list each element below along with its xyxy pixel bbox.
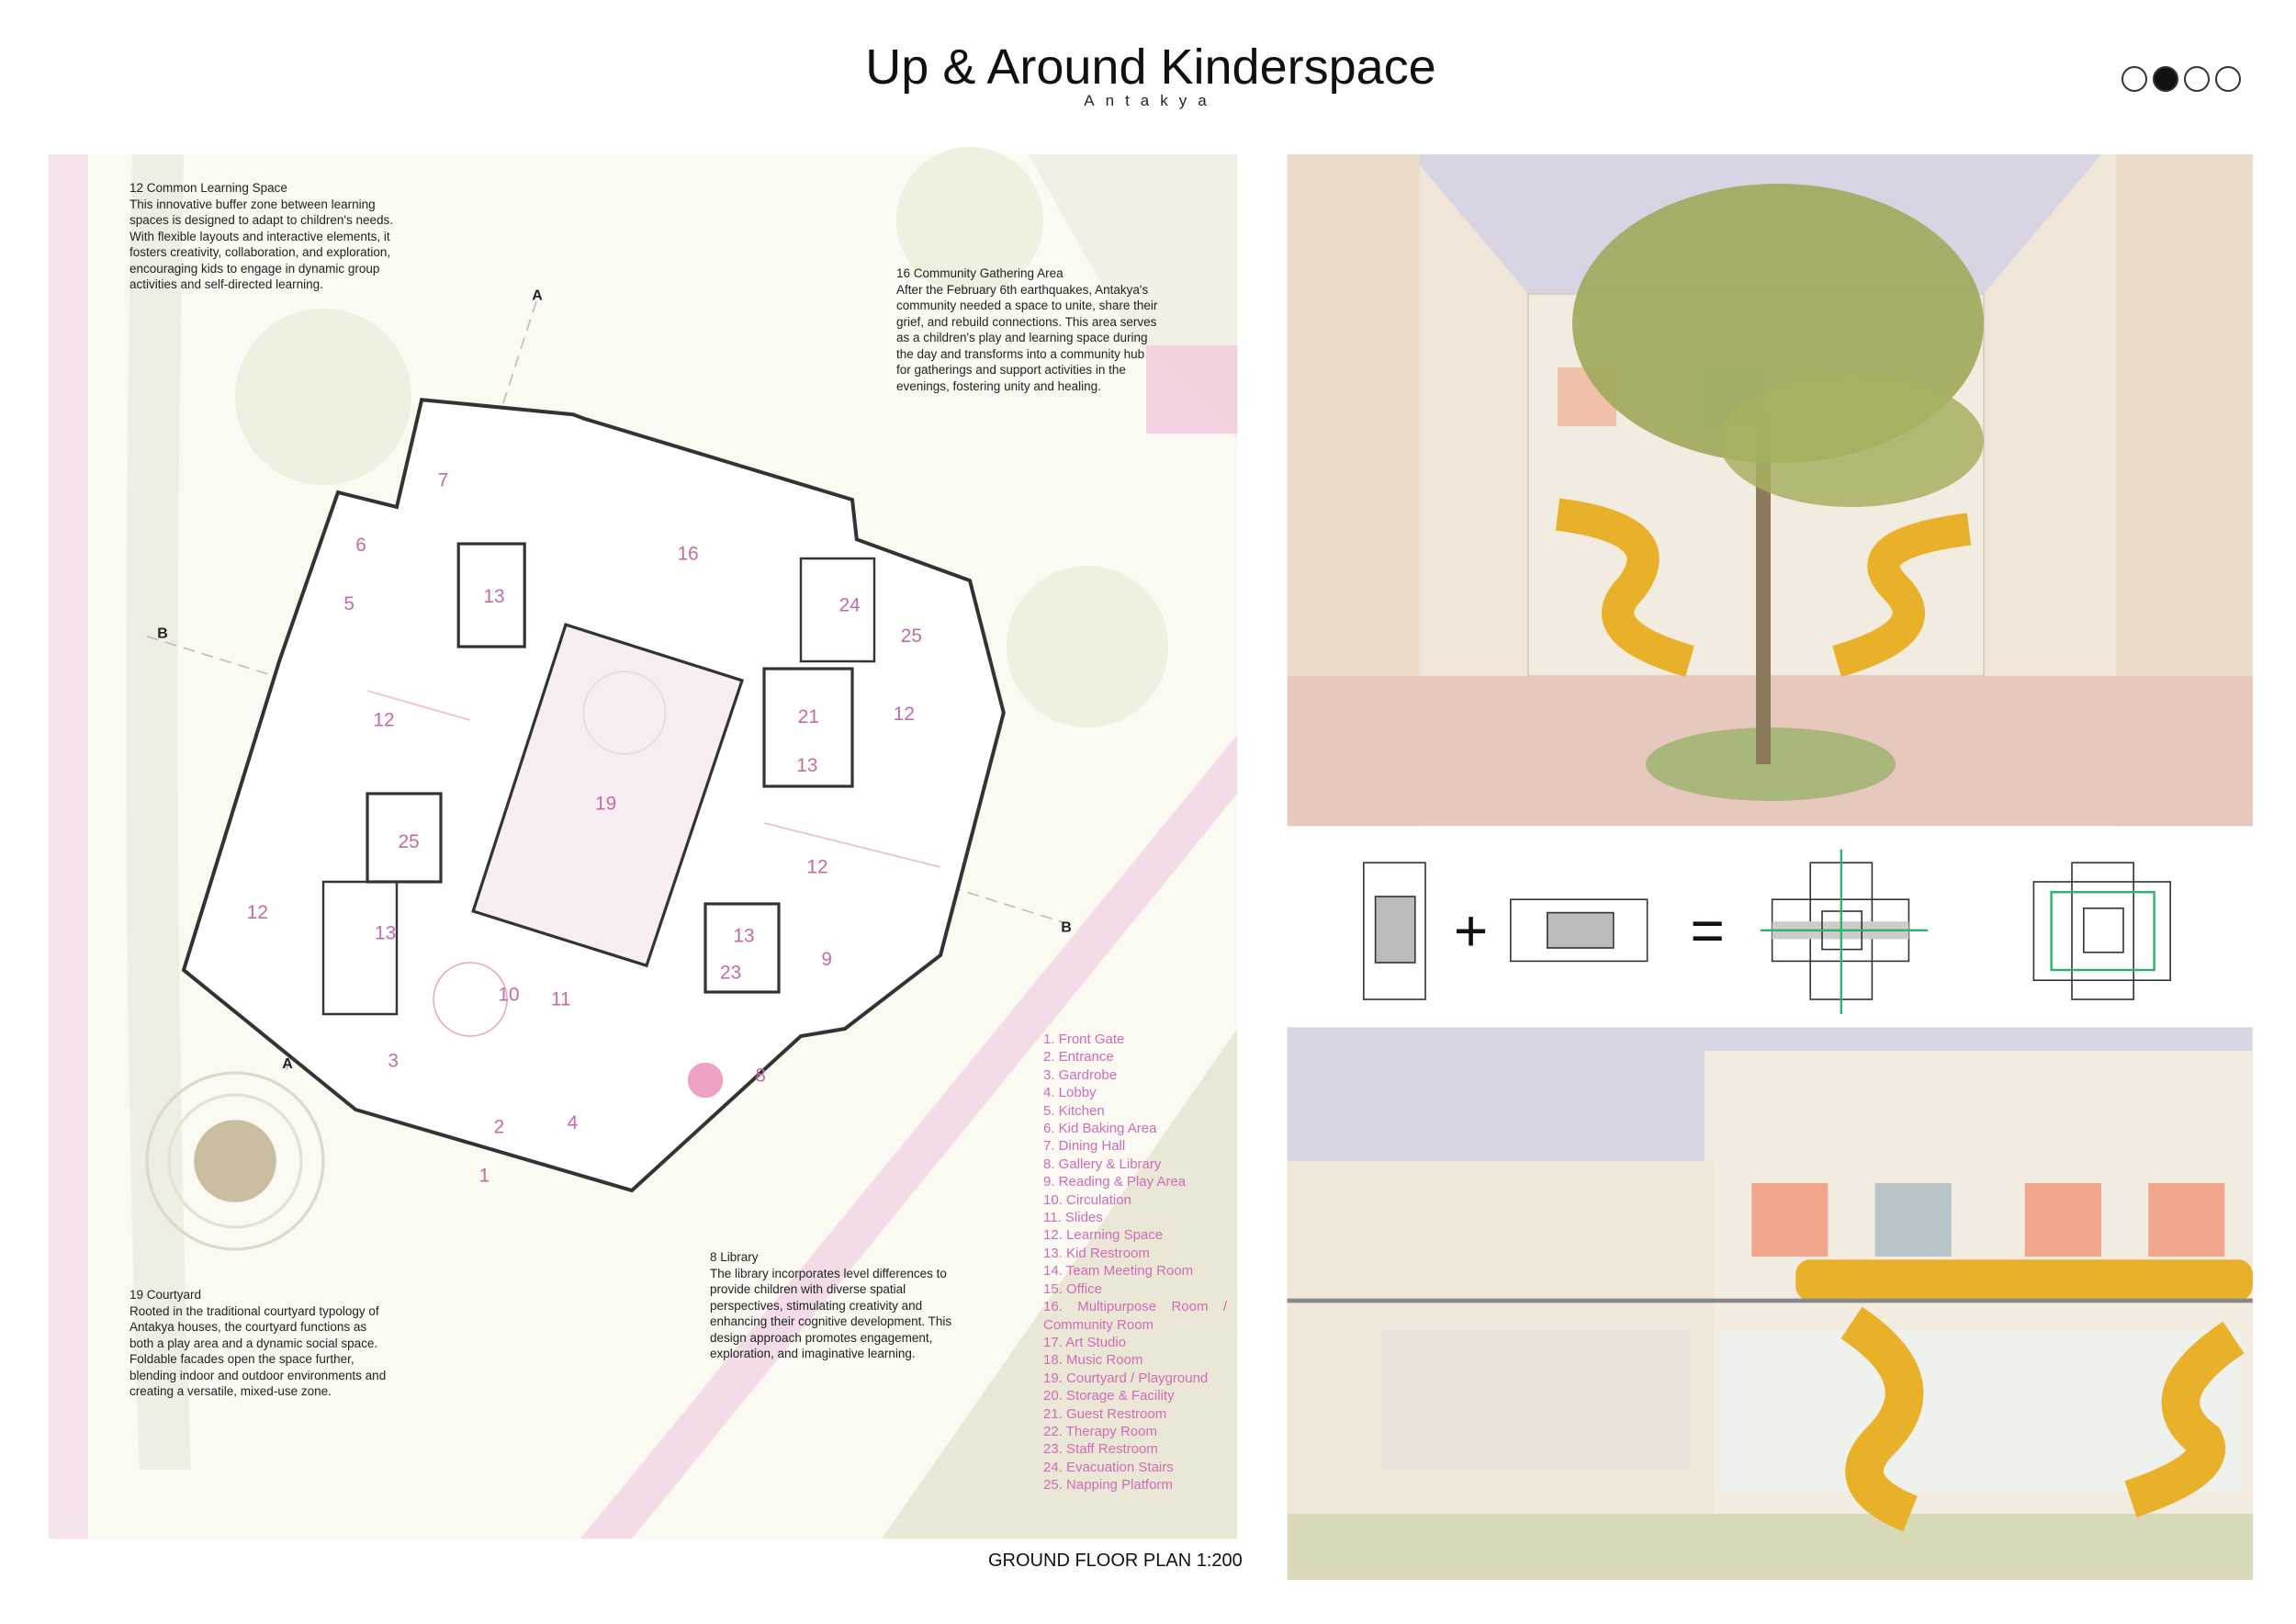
room-label: 21: [798, 706, 819, 727]
legend-item: 6. Kid Baking Area: [1043, 1121, 1157, 1137]
legend-item: 23. Staff Restroom: [1043, 1441, 1158, 1458]
room-label: 12: [894, 704, 915, 725]
room-label: 25: [399, 831, 420, 852]
legend-item: 20. Storage & Facility: [1043, 1388, 1175, 1404]
legend-item: 11. Slides: [1043, 1210, 1103, 1226]
page-indicator: [2122, 66, 2241, 92]
page-dot-4[interactable]: [2215, 66, 2241, 92]
legend-item: 16. Multipurpose Room / Community Room: [1043, 1299, 1227, 1333]
legend-item: 25. Napping Platform: [1043, 1477, 1173, 1494]
room-label: 1: [479, 1165, 490, 1186]
legend-item: 1. Front Gate: [1043, 1032, 1125, 1047]
room-label: 16: [678, 544, 699, 565]
room-label: 25: [901, 626, 922, 647]
courtyard-outline: [471, 622, 745, 968]
section-mark-b: B: [157, 626, 168, 641]
note-body: After the February 6th earthquakes, Anta…: [896, 282, 1158, 393]
legend-item: 24. Evacuation Stairs: [1043, 1459, 1174, 1475]
legend-item: 15. Office: [1043, 1280, 1102, 1297]
section-mark-a: A: [532, 288, 543, 303]
room-label: 12: [806, 856, 827, 877]
room-label: 6: [355, 535, 366, 556]
room-label: 8: [755, 1066, 766, 1087]
room-label: 9: [821, 949, 832, 970]
courtyard-perspective-image: [1287, 154, 2253, 827]
note-heading: 16 Community Gathering Area: [896, 266, 1064, 280]
board-title: Up & Around Kinderspace: [865, 39, 1436, 95]
note-library: 8 Library The library incorporates level…: [710, 1249, 972, 1362]
section-mark-b: B: [1061, 919, 1072, 935]
plus-sign: +: [1454, 897, 1488, 964]
note-body: This innovative buffer zone between lear…: [129, 197, 394, 292]
page-dot-2-active[interactable]: [2153, 66, 2178, 92]
legend-item: 17. Art Studio: [1043, 1334, 1127, 1350]
room-label: 12: [247, 902, 268, 923]
room-label: 4: [568, 1112, 579, 1133]
room-label: 24: [839, 595, 861, 616]
room-label: 13: [375, 922, 396, 943]
note-body: Rooted in the traditional courtyard typo…: [129, 1303, 387, 1399]
legend-item: 18. Music Room: [1043, 1352, 1143, 1369]
legend-item: 4. Lobby: [1043, 1085, 1097, 1101]
legend-item: 22. Therapy Room: [1043, 1423, 1157, 1439]
room-label: 13: [733, 926, 754, 947]
legend-item: 3. Gardrobe: [1043, 1066, 1118, 1083]
note-community-area: 16 Community Gathering Area After the Fe…: [896, 265, 1158, 394]
concept-diagram: + =: [1363, 849, 2171, 1014]
room-label: 2: [494, 1117, 505, 1138]
room-label: 3: [388, 1051, 399, 1072]
room-label: 23: [720, 963, 741, 984]
room-label: 7: [438, 470, 449, 491]
note-body: The library incorporates level differenc…: [710, 1266, 952, 1361]
note-heading: 8 Library: [710, 1250, 759, 1264]
room-label: 13: [796, 755, 817, 776]
note-learning-space: 12 Common Learning Space This innovative…: [129, 180, 396, 293]
page-dot-3[interactable]: [2184, 66, 2210, 92]
legend-item: 5. Kitchen: [1043, 1102, 1105, 1119]
legend-item: 21. Guest Restroom: [1043, 1405, 1167, 1422]
equals-sign: =: [1691, 897, 1725, 964]
note-heading: 12 Common Learning Space: [129, 181, 287, 195]
legend-item: 2. Entrance: [1043, 1049, 1114, 1066]
room-label: 12: [373, 709, 394, 730]
site-plan: 7 6 5 13 16 24 25 12 21 12 13 19 25 12 1…: [48, 147, 1238, 1539]
legend-item: 8. Gallery & Library: [1043, 1156, 1162, 1172]
legend-item: 9. Reading & Play Area: [1043, 1174, 1187, 1190]
room-label: 10: [498, 985, 519, 1006]
section-mark-a: A: [282, 1056, 293, 1072]
legend-item: 19. Courtyard / Playground: [1043, 1370, 1209, 1386]
note-courtyard: 19 Courtyard Rooted in the traditional c…: [129, 1287, 391, 1400]
legend-item: 14. Team Meeting Room: [1043, 1263, 1194, 1280]
room-label: 5: [343, 593, 355, 615]
note-heading: 19 Courtyard: [129, 1288, 202, 1302]
room-label: 11: [551, 988, 571, 1009]
plan-caption: GROUND FLOOR PLAN 1:200: [988, 1551, 1243, 1571]
legend-item: 10. Circulation: [1043, 1191, 1131, 1208]
page-dot-1[interactable]: [2122, 66, 2147, 92]
legend-item: 12. Learning Space: [1043, 1227, 1164, 1244]
room-label: 19: [595, 794, 616, 815]
section-perspective-image: [1287, 1027, 2253, 1580]
legend-item: 7. Dining Hall: [1043, 1138, 1126, 1155]
board-subtitle: Antakya: [1084, 92, 1218, 109]
legend-item: 13. Kid Restroom: [1043, 1245, 1150, 1261]
room-label: 13: [483, 586, 504, 607]
